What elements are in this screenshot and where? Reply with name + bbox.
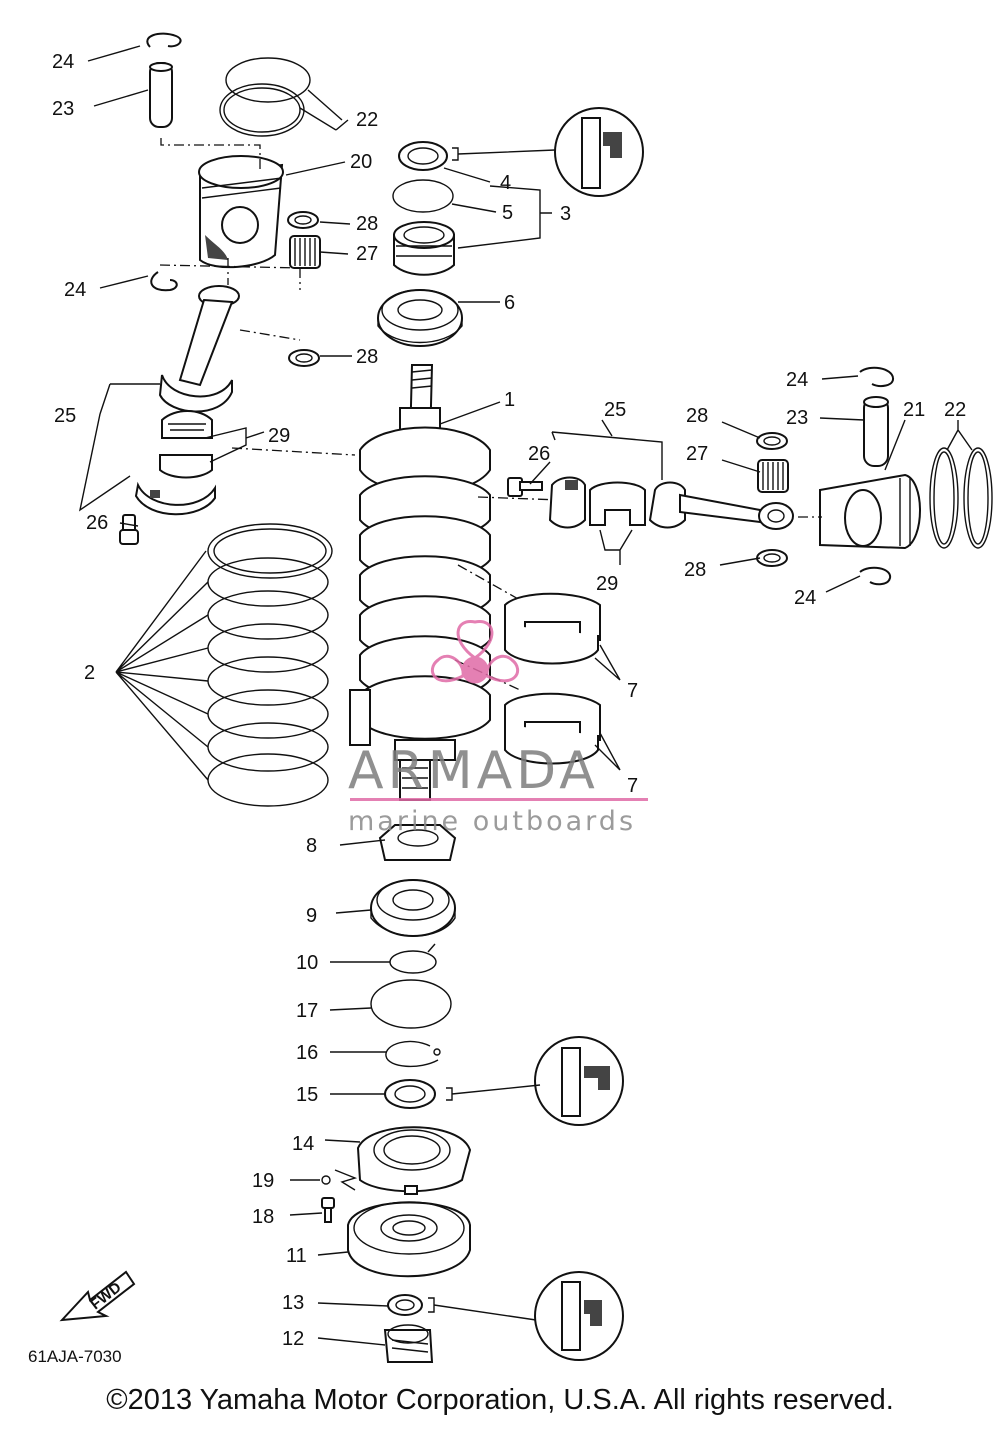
upper-bearing-stack xyxy=(377,141,556,347)
label-5: 5 xyxy=(502,202,513,224)
label-26-right: 26 xyxy=(528,443,550,465)
label-10: 10 xyxy=(296,952,318,974)
drawing-code: 61AJA-7030 xyxy=(28,1347,122,1366)
label-7-lower: 7 xyxy=(627,775,638,797)
label-24-right-top: 24 xyxy=(786,369,808,391)
leader-lines xyxy=(78,45,906,1346)
label-28-right-top: 28 xyxy=(686,405,708,427)
fwd-arrow-icon: FWD xyxy=(59,1270,136,1322)
part-number-labels: 24 23 22 20 28 27 24 28 25 29 26 2 4 5 3… xyxy=(52,51,966,1350)
watermark-brand: ARMADA xyxy=(348,741,599,801)
label-4: 4 xyxy=(500,172,511,194)
label-9: 9 xyxy=(306,905,317,927)
label-27-right: 27 xyxy=(686,443,708,465)
label-24-mid: 24 xyxy=(64,279,86,301)
crankshaft xyxy=(349,364,561,801)
right-piston-assembly xyxy=(507,366,993,586)
label-15: 15 xyxy=(296,1084,318,1106)
label-28-right-bottom: 28 xyxy=(684,559,706,581)
label-27-left: 27 xyxy=(356,243,378,265)
watermark-tagline: marine outboards xyxy=(348,806,636,837)
copyright-notice: ©2013 Yamaha Motor Corporation, U.S.A. A… xyxy=(106,1384,894,1416)
label-7-upper: 7 xyxy=(627,680,638,702)
lower-parts-stack xyxy=(321,824,541,1363)
label-6: 6 xyxy=(504,292,515,314)
label-3: 3 xyxy=(560,203,571,225)
label-28-top: 28 xyxy=(356,213,378,235)
label-16: 16 xyxy=(296,1042,318,1064)
seal-rings-stack xyxy=(115,523,333,807)
label-24-right-bottom: 24 xyxy=(794,587,816,609)
label-20: 20 xyxy=(350,151,372,173)
label-24-top: 24 xyxy=(52,51,74,73)
label-22-right: 22 xyxy=(944,399,966,421)
left-piston-assembly xyxy=(119,32,356,545)
label-23-left: 23 xyxy=(52,98,74,120)
main-bearings xyxy=(504,592,621,771)
label-14: 14 xyxy=(292,1133,314,1155)
seal-detail-callouts xyxy=(534,107,644,1361)
label-12: 12 xyxy=(282,1328,304,1350)
propeller-logo-icon xyxy=(430,620,520,684)
label-13: 13 xyxy=(282,1292,304,1314)
armada-watermark: ARMADA marine outboards xyxy=(348,620,648,837)
label-21: 21 xyxy=(903,399,925,421)
label-25-right: 25 xyxy=(604,399,626,421)
label-2: 2 xyxy=(84,662,95,684)
label-8: 8 xyxy=(306,835,317,857)
label-18: 18 xyxy=(252,1206,274,1228)
label-23-right: 23 xyxy=(786,407,808,429)
label-1: 1 xyxy=(504,389,515,411)
label-28-lower: 28 xyxy=(356,346,378,368)
label-11: 11 xyxy=(286,1245,307,1267)
label-19: 19 xyxy=(252,1170,274,1192)
label-29-right: 29 xyxy=(596,573,618,595)
label-26-left: 26 xyxy=(86,512,108,534)
label-17: 17 xyxy=(296,1000,318,1022)
label-29-left: 29 xyxy=(268,425,290,447)
label-25-left: 25 xyxy=(54,405,76,427)
label-22-left: 22 xyxy=(356,109,378,131)
